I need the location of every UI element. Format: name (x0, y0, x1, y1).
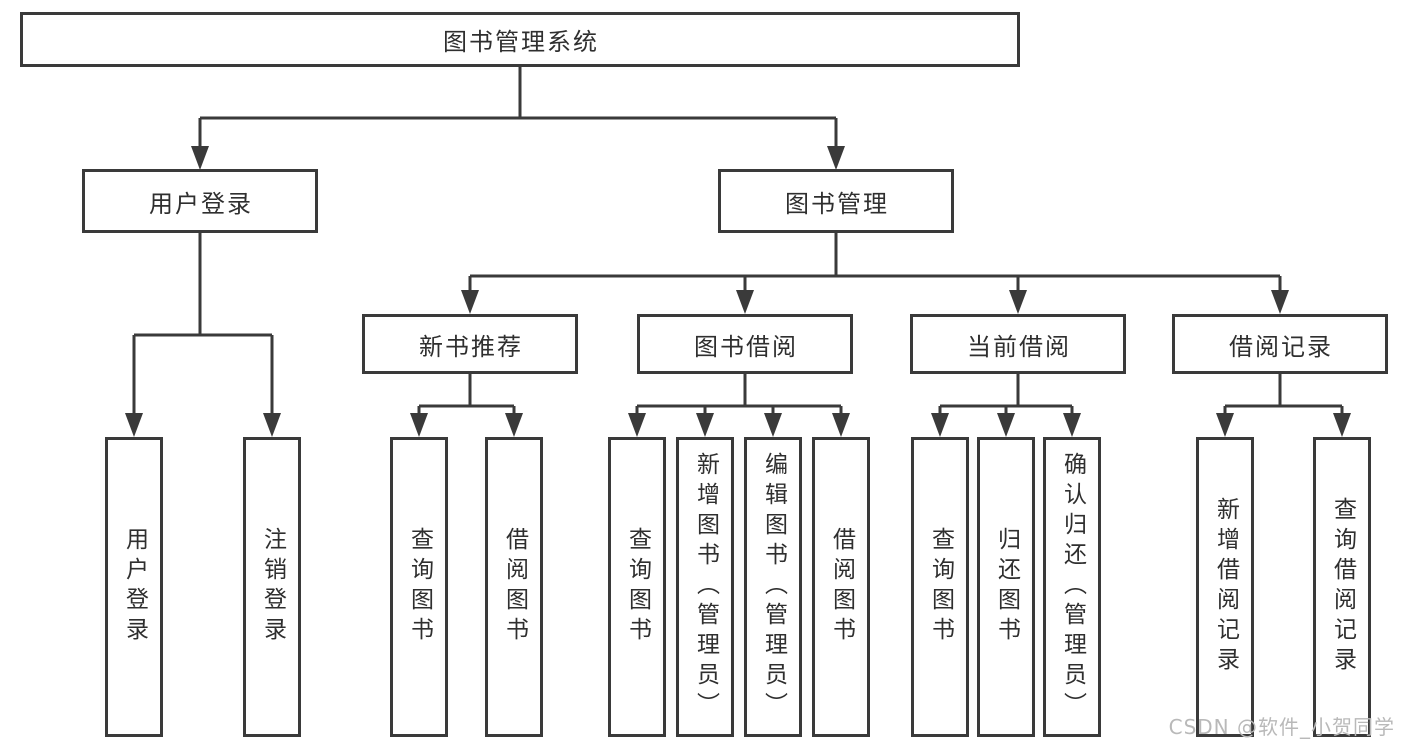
connector-newbook-to-leaves (410, 374, 523, 437)
node-new-book-recommend: 新书推荐 (362, 314, 578, 374)
node-book-management-label: 图书管理 (785, 189, 889, 218)
connector-borrowrecord-to-leaves (1216, 374, 1351, 437)
connector-bookmgmt-to-level3 (461, 232, 1289, 314)
leaf-add-book-admin: 新增图书（管理员） (676, 437, 734, 737)
leaf-logout: 注销登录 (243, 437, 301, 737)
node-root-label: 图书管理系统 (443, 28, 599, 56)
leaf-query-books-recommend: 查询图书 (390, 437, 448, 737)
connector-bookborrow-to-leaves (628, 374, 850, 437)
leaf-return-book-label: 归还图书 (993, 527, 1020, 647)
node-root: 图书管理系统 (20, 12, 1020, 67)
leaf-confirm-return-admin: 确认归还（管理员） (1043, 437, 1101, 737)
node-user-login-label: 用户登录 (149, 189, 253, 218)
node-current-borrow-label: 当前借阅 (967, 332, 1071, 361)
node-user-login: 用户登录 (82, 169, 318, 233)
node-current-borrow: 当前借阅 (910, 314, 1126, 374)
leaf-edit-book-admin-label: 编辑图书（管理员） (760, 452, 787, 722)
node-book-borrow: 图书借阅 (637, 314, 853, 374)
node-borrow-records-label: 借阅记录 (1229, 332, 1333, 361)
leaf-borrow-books-recommend: 借阅图书 (485, 437, 543, 737)
leaf-user-login: 用户登录 (105, 437, 163, 737)
leaf-borrow-books-borrow: 借阅图书 (812, 437, 870, 737)
leaf-borrow-books-borrow-label: 借阅图书 (828, 527, 855, 647)
node-borrow-records: 借阅记录 (1172, 314, 1388, 374)
leaf-query-books-borrow-label: 查询图书 (624, 527, 651, 647)
leaf-query-books-current-label: 查询图书 (927, 527, 954, 647)
connector-userlogin-to-leaves (125, 232, 281, 437)
leaf-query-books-recommend-label: 查询图书 (406, 527, 433, 647)
leaf-query-books-current: 查询图书 (911, 437, 969, 737)
leaf-edit-book-admin: 编辑图书（管理员） (744, 437, 802, 737)
node-book-borrow-label: 图书借阅 (694, 332, 798, 361)
connector-root-to-level2 (191, 64, 845, 170)
leaf-add-book-admin-label: 新增图书（管理员） (692, 452, 719, 722)
leaf-add-borrow-record: 新增借阅记录 (1196, 437, 1254, 737)
leaf-return-book: 归还图书 (977, 437, 1035, 737)
node-book-management: 图书管理 (718, 169, 954, 233)
leaf-user-login-label: 用户登录 (121, 527, 148, 647)
watermark: CSDN @软件_小贺同学 (1168, 715, 1395, 739)
leaf-borrow-books-recommend-label: 借阅图书 (501, 527, 528, 647)
leaf-query-borrow-record-label: 查询借阅记录 (1329, 497, 1356, 677)
leaf-query-books-borrow: 查询图书 (608, 437, 666, 737)
leaf-query-borrow-record: 查询借阅记录 (1313, 437, 1371, 737)
leaf-confirm-return-admin-label: 确认归还（管理员） (1059, 452, 1086, 722)
leaf-logout-label: 注销登录 (259, 527, 286, 647)
connector-currentborrow-to-leaves (931, 374, 1081, 437)
leaf-add-borrow-record-label: 新增借阅记录 (1212, 497, 1239, 677)
node-new-book-recommend-label: 新书推荐 (419, 332, 523, 361)
